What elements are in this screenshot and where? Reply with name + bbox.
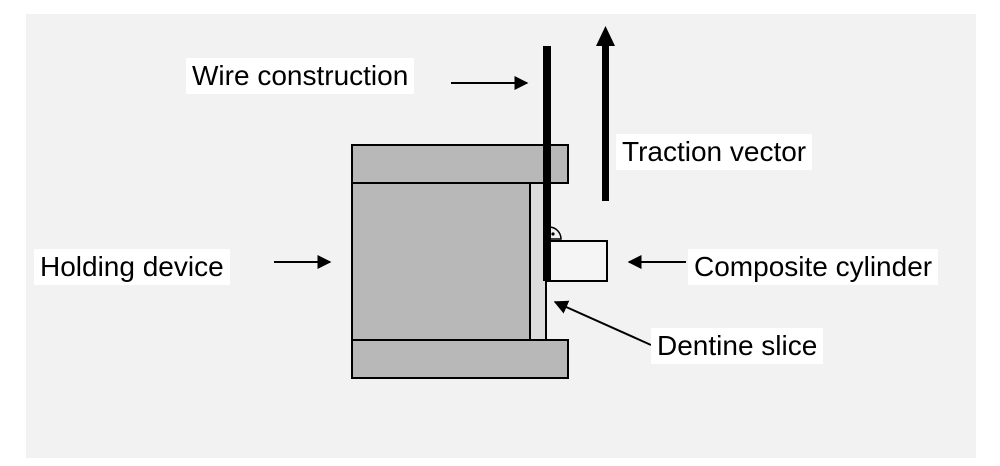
composite-cylinder-label: Composite cylinder <box>688 249 939 285</box>
dentine-slice-pointer <box>553 300 652 346</box>
holding-device <box>351 144 569 379</box>
holding-device-top-plate <box>351 144 569 184</box>
wire-construction-label: Wire construction <box>186 58 415 94</box>
dentine-slice-label: Dentine slice <box>651 328 824 364</box>
traction-vector-arrow <box>596 26 615 201</box>
right-angle-dot <box>551 232 555 236</box>
holding-device-body <box>351 182 531 341</box>
holding-device-label: Holding device <box>34 249 230 285</box>
wire-construction <box>543 46 551 281</box>
composite-cylinder <box>546 240 608 282</box>
traction-vector-label: Traction vector <box>616 134 813 170</box>
holding-device-bottom-plate <box>351 339 569 379</box>
